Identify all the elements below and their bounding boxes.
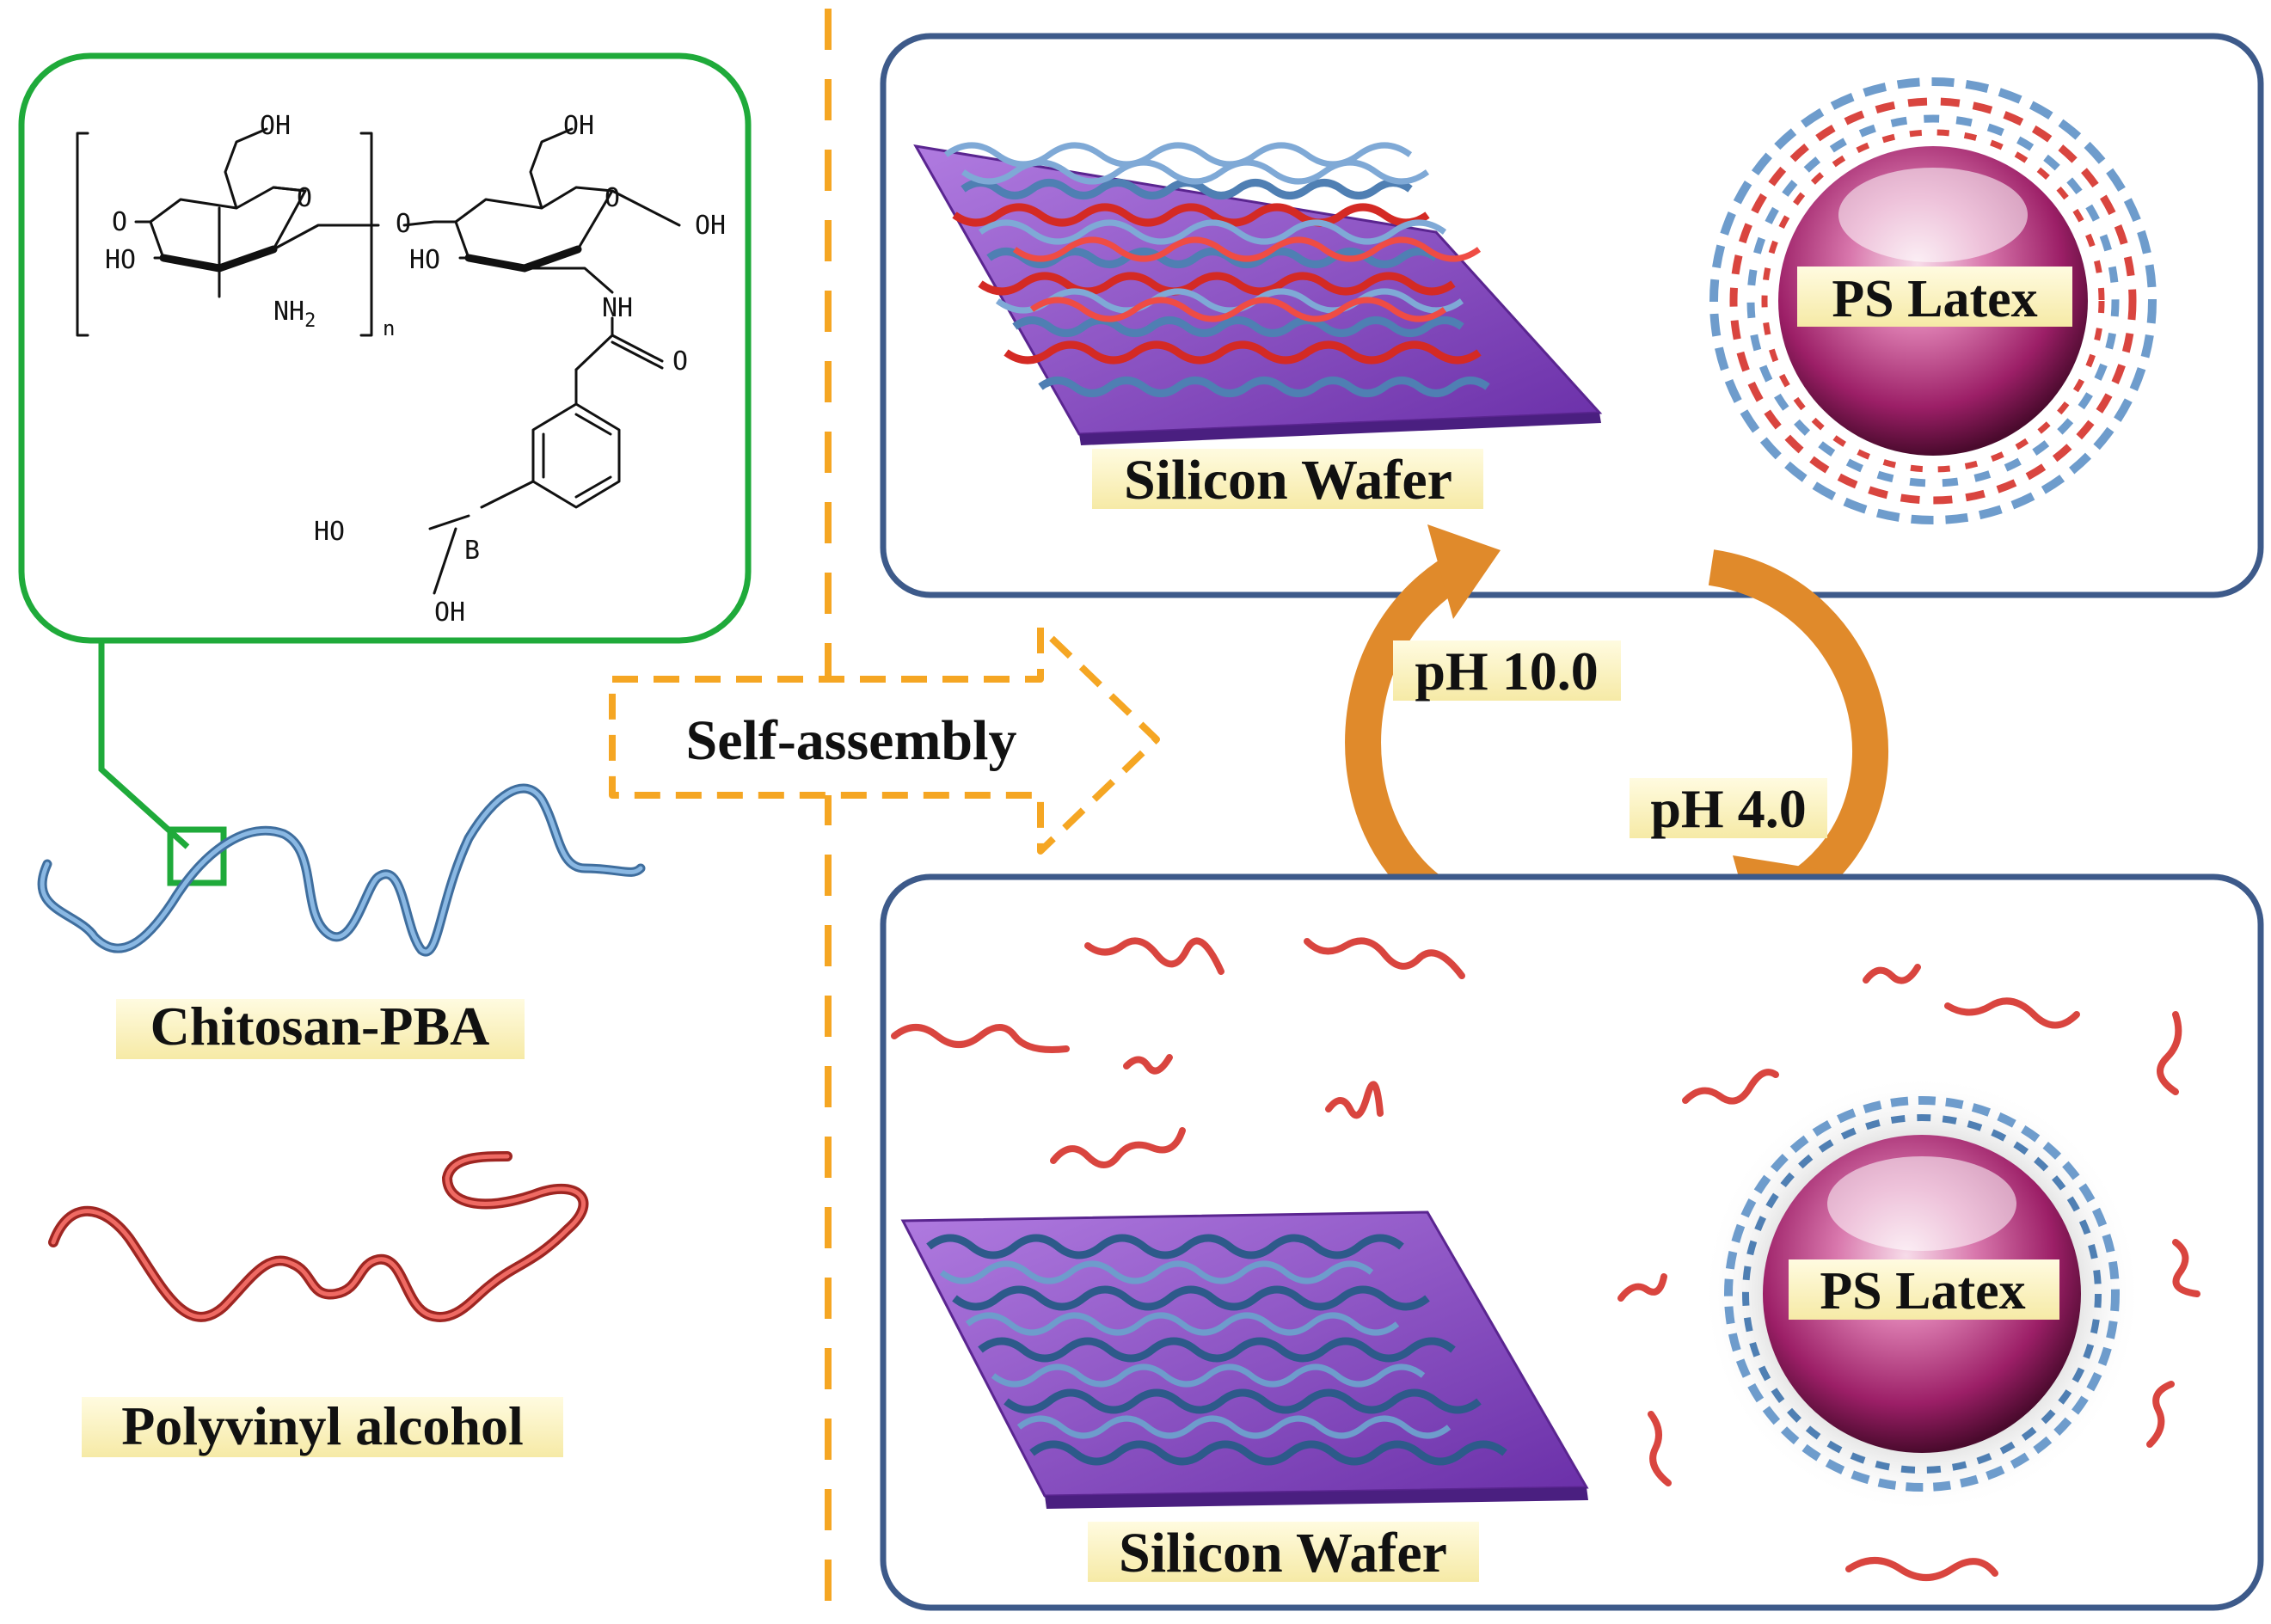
- silicon-wafer-top-label: Silicon Wafer: [1124, 449, 1452, 512]
- zoom-square: [167, 826, 227, 886]
- wafer-multilayer: [913, 142, 1603, 445]
- zoom-connector-line: [98, 640, 190, 849]
- ph-4-label: pH 4.0: [1650, 778, 1806, 839]
- silicon-wafer-bottom-label: Silicon Wafer: [1119, 1522, 1447, 1584]
- ph-arrow-down: [1708, 549, 1888, 910]
- ph-10-label: pH 10.0: [1415, 640, 1598, 702]
- ho-label-a: HO: [105, 245, 136, 275]
- nh2-label: NH2: [273, 297, 316, 332]
- ph-high-label-bg: [1393, 640, 1621, 701]
- wafer-chitosan-layer: [900, 1210, 1589, 1509]
- oh-label-b: OH: [563, 111, 594, 141]
- wafer-bottom-label-bg: [1088, 1522, 1479, 1582]
- ho-label-b: HO: [409, 245, 440, 275]
- oh-label-c: OH: [695, 211, 726, 241]
- self-assembly-arrow: [609, 624, 1160, 855]
- wafer-top-label-bg: [1092, 449, 1483, 509]
- latex-top-label-bg: [1797, 267, 2072, 327]
- oh-label-d: OH: [434, 598, 465, 628]
- o-label-d: O: [605, 183, 620, 213]
- ph-arrow-up-head: [1427, 524, 1501, 619]
- polyvinyl-alcohol-label: Polyvinyl alcohol: [121, 1395, 524, 1456]
- free-pva-fragments: [891, 937, 2200, 1581]
- o-label-a: O: [112, 207, 127, 237]
- ph-arrow-up: [1345, 551, 1515, 938]
- o-label-c: O: [396, 209, 411, 239]
- chitosan-chain: [37, 783, 646, 957]
- nh2-text: NH: [273, 297, 304, 327]
- ph-low-label-bg: [1630, 778, 1827, 838]
- o-label-b: O: [297, 183, 312, 213]
- ps-latex-top-label: PS Latex: [1832, 270, 2037, 328]
- repeat-n-label: n: [383, 316, 395, 340]
- chitosan-pba-label: Chitosan-PBA: [150, 996, 490, 1057]
- self-assembly-label: Self-assembly: [686, 709, 1017, 772]
- latex-bottom-label-bg: [1789, 1259, 2059, 1320]
- o-label-e: O: [672, 346, 688, 377]
- chitosan-label-bg: [116, 999, 525, 1059]
- nh-label: NH: [602, 293, 633, 323]
- pva-label-bg: [82, 1397, 563, 1457]
- oh-label-a: OH: [260, 111, 291, 141]
- ps-latex-bottom-label: PS Latex: [1820, 1262, 2025, 1321]
- boron-label: B: [464, 536, 480, 566]
- nh2-subscript: 2: [304, 310, 316, 332]
- ho-label-c: HO: [314, 517, 345, 547]
- chemical-structure: OH OH OH OH HO HO HO O O O O O NH2 NH n …: [18, 52, 752, 644]
